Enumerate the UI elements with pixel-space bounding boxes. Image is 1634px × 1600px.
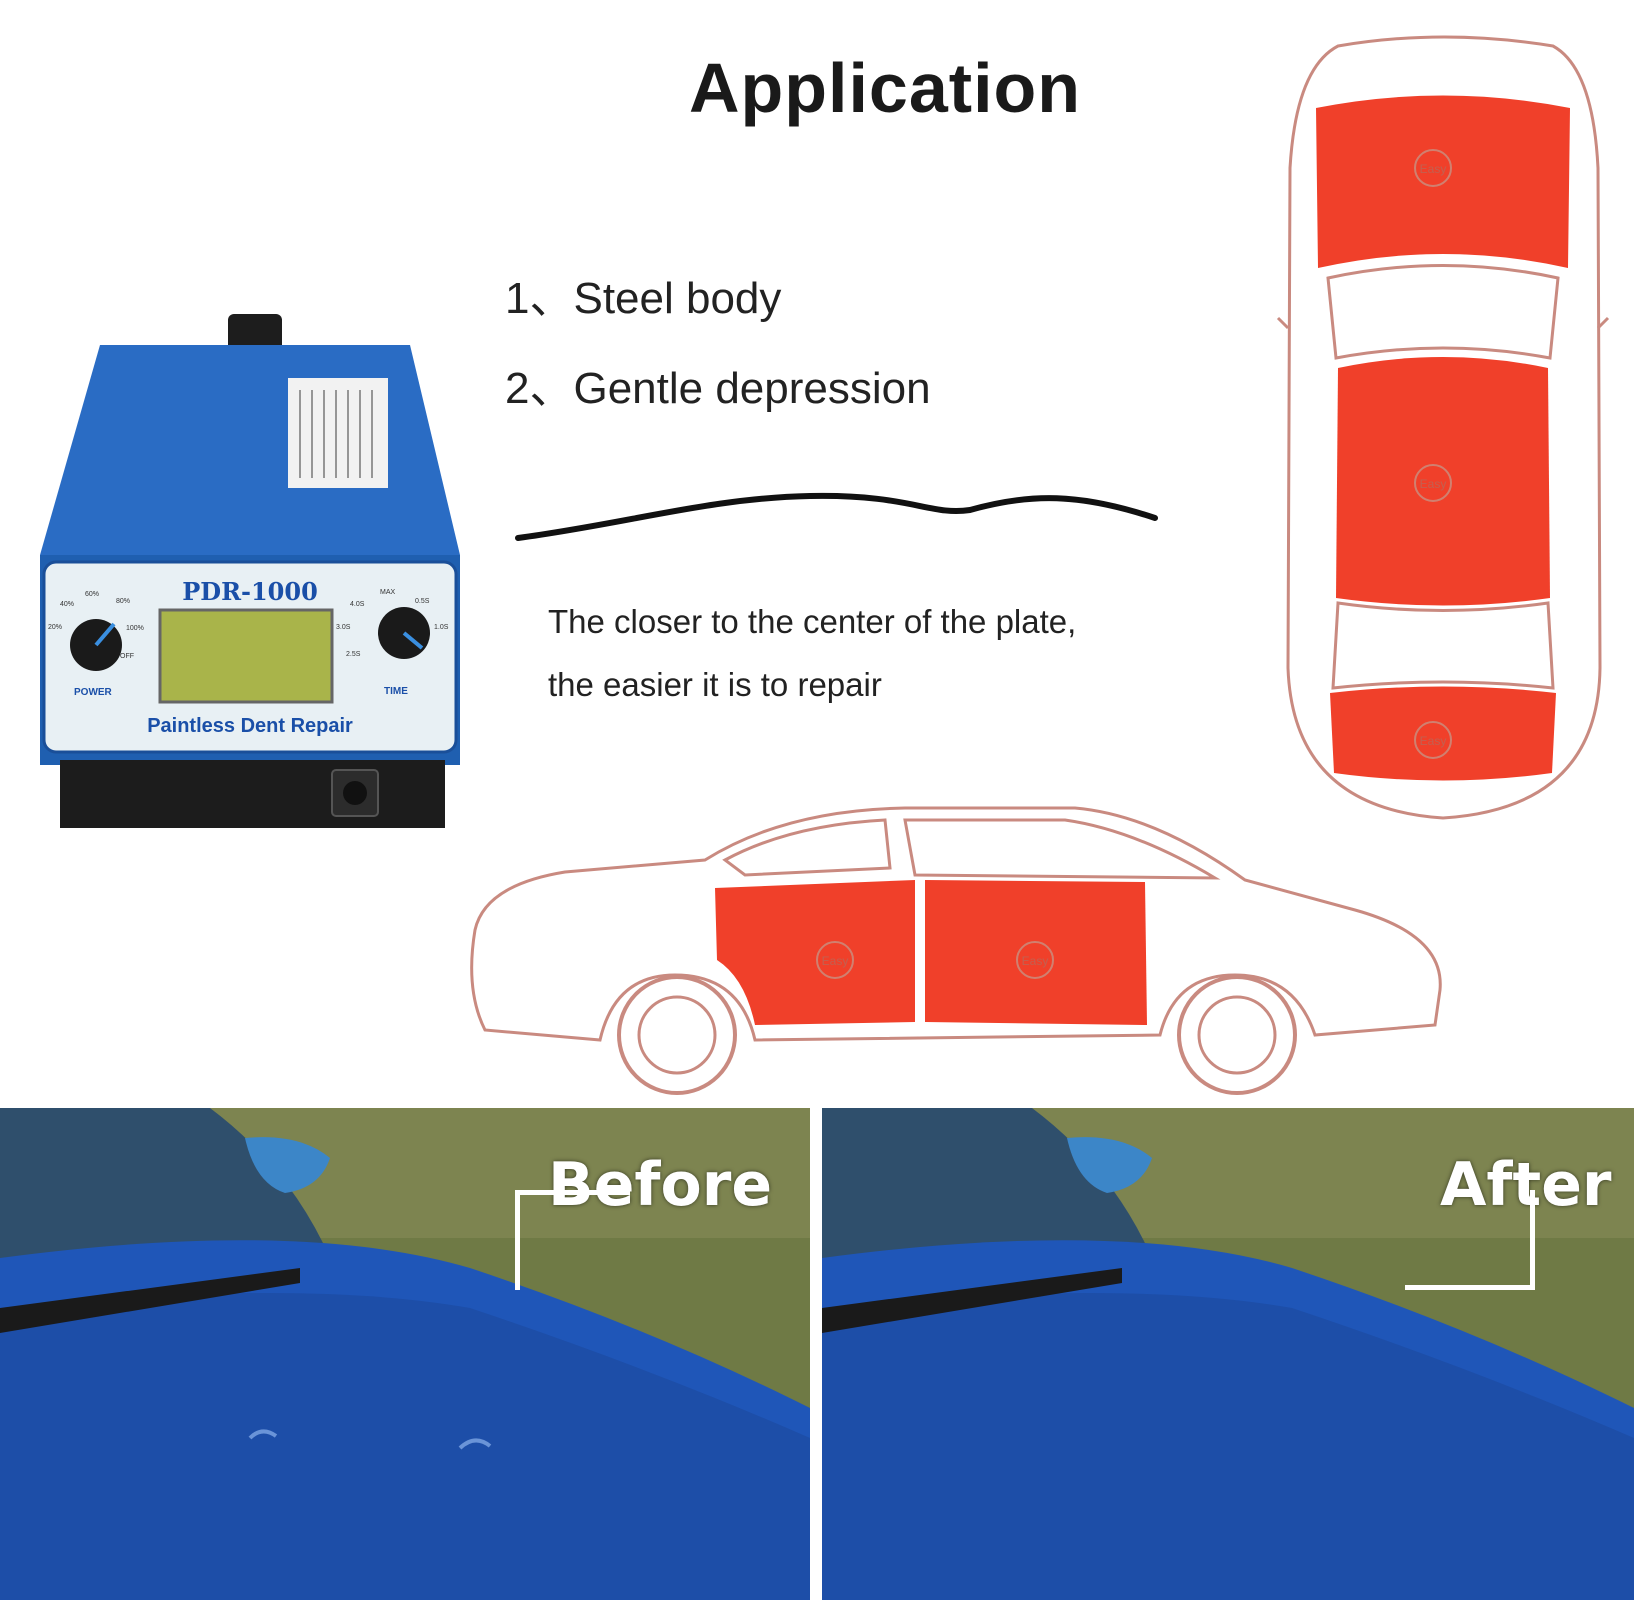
rear-door-easy-label: Easy [1022, 954, 1049, 968]
hood-easy-label: Easy [1420, 162, 1447, 176]
page-title: Application [688, 49, 1082, 127]
device-subtitle: Paintless Dent Repair [147, 715, 353, 737]
time-scale-3-0s: 3.0S [336, 624, 351, 631]
car-side-view: Easy Easy [470, 806, 1442, 1095]
roof-easy-label: Easy [1420, 477, 1447, 491]
time-scale-0-5s: 0.5S [415, 598, 430, 605]
time-scale-2-5s: 2.5S [346, 651, 361, 658]
depression-curve [515, 492, 1158, 541]
front-door-easy-label: Easy [822, 954, 849, 968]
hood-repair-zone [1316, 95, 1570, 268]
warning-sticker [288, 378, 388, 488]
time-scale-4-0s: 4.0S [350, 601, 365, 608]
time-label: TIME [384, 686, 408, 697]
roof-repair-zone [1336, 357, 1550, 606]
easy-badge [1414, 149, 1452, 187]
power-scale-20: 20% [48, 624, 62, 631]
before-label: Before [548, 1150, 773, 1220]
power-scale-80: 80% [116, 598, 130, 605]
easy-badge [1414, 721, 1452, 759]
before-photo [0, 1108, 810, 1600]
lcd-display [158, 608, 334, 704]
easy-badge [1414, 464, 1452, 502]
after-photo [822, 1108, 1634, 1600]
repair-note-line-1: The closer to the center of the plate, [548, 603, 1077, 640]
device-model-label: PDR-1000 [182, 577, 318, 606]
trunk-repair-zone [1330, 686, 1556, 781]
power-scale-off: OFF [120, 653, 134, 660]
pdr-1000-device: PDR-1000 POWER 20% 40% 60% 80% 100% OFF … [40, 314, 460, 828]
power-scale-100: 100% [126, 625, 144, 632]
repair-note-line-2: the easier it is to repair [548, 666, 882, 703]
easy-badge [1016, 941, 1054, 979]
trunk-easy-label: Easy [1420, 734, 1447, 748]
car-top-view: Easy Easy Easy [1276, 35, 1610, 820]
easy-badge [816, 941, 854, 979]
after-highlight-bracket [1405, 1190, 1535, 1290]
feature-steel-body: 1、Steel body [505, 274, 782, 323]
time-scale-max: MAX [380, 589, 396, 596]
power-scale-40: 40% [60, 601, 74, 608]
feature-gentle-depression: 2、Gentle depression [505, 364, 931, 413]
power-scale-60: 60% [85, 591, 99, 598]
before-highlight-bracket [515, 1190, 630, 1290]
front-door-repair-zone [715, 880, 915, 1025]
time-scale-1-0s: 1.0S [434, 624, 449, 631]
after-label: After [1440, 1150, 1612, 1220]
rear-door-repair-zone [925, 880, 1147, 1025]
power-label: POWER [74, 687, 113, 698]
